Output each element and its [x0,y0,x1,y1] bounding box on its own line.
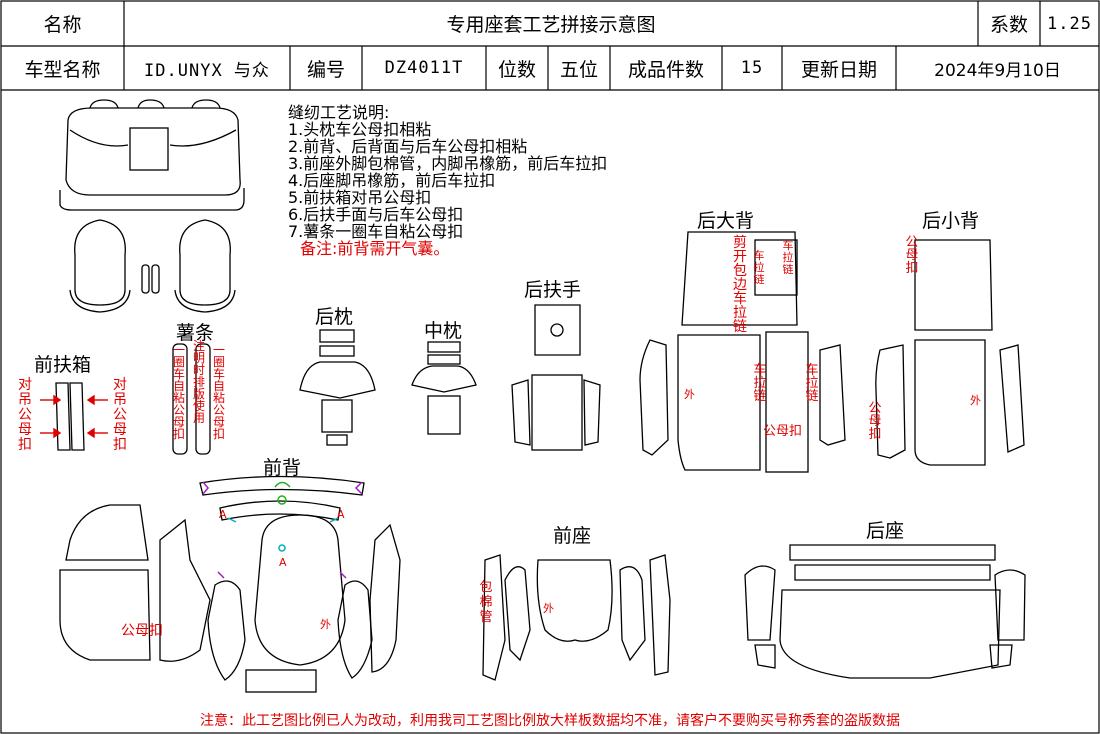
annotation-snap-hang: 对吊公母扣 [113,377,127,453]
annotation-zipper: 车拉链 [753,249,765,286]
annotation-snap: 公母扣 [868,401,882,442]
label-mid-headrest: 中枕 [424,320,463,342]
note-item: 4.后座脚吊橡筋，前后车拉扣 [288,171,496,190]
note-item: 6.后扶手面与后车公母扣 [288,205,464,224]
annotation-outer: 外 [543,602,554,615]
note-item: 1.头枕车公母扣相粘 [288,120,432,139]
connection-marks [202,481,363,579]
annotation-fries-1: 一圈车自粘公母扣 [172,343,185,441]
armbox-arrows [40,394,108,439]
label-rear-headrest: 后枕 [315,306,354,328]
coef-label: 系数 [989,14,1028,36]
label-fries: 薯条 [176,322,215,344]
label-rear-seat: 后座 [866,520,905,542]
seat-label: 位数 [497,58,536,81]
annotation-outer: 外 [970,394,981,407]
coef-value: 1.25 [1047,13,1092,34]
model-value: ID.UNYX 与众 [144,60,270,81]
annotation-outer: 外 [684,388,695,401]
annotation-fries-3: 一圈车自粘公母扣 [212,343,225,441]
mark-a: A [337,508,345,521]
annotation-outer: 外 [320,618,331,631]
annotation-snap: 公母扣 [121,623,163,639]
note-item: 2.前背、后背面与后车公母扣相粘 [288,137,528,156]
model-label: 车型名称 [24,58,101,81]
code-value: DZ4011T [384,58,464,78]
label-front-armbox: 前扶箱 [34,354,92,376]
footer-warning: 注意：此工艺图比例已人为改动，利用我司工艺图比例放大样板数据均不准，请客户不要购… [200,713,900,729]
name-label: 名称 [43,14,82,36]
label-front-back: 前背 [263,457,302,479]
label-front-seat: 前座 [553,525,592,547]
seat-value: 五位 [559,58,598,81]
code-label: 编号 [306,58,345,81]
note-remark: 备注:前背需开气囊。 [300,239,450,258]
pattern-pieces [55,99,1026,693]
label-rear-armrest: 后扶手 [524,279,582,301]
process-notes: 缝纫工艺说明: 1.头枕车公母扣相粘 2.前背、后背面与后车公母扣相粘 3.前座… [288,104,607,257]
date-value: 2024年9月10日 [934,60,1061,81]
annotation-snap-hang: 对吊公母扣 [18,377,32,453]
annotation-zipper: 车拉链 [782,239,794,276]
label-rear-small-back: 后小背 [922,210,980,232]
annotation-fries-2: 注明时排版使用 [192,339,205,425]
note-item: 7.薯条一圈车自粘公母扣 [288,222,464,241]
annotation-cotton-tube: 包棉管 [479,580,493,625]
notes-title: 缝纫工艺说明: [288,103,390,122]
annotation-cut-open-zipper: 剪开包边车拉链 [733,235,747,335]
mark-a: A [219,508,227,521]
mark-a: A [279,556,287,569]
annotation-zipper: 车拉链 [805,363,819,404]
label-rear-big-back: 后大背 [697,210,755,232]
annotation-zipper: 车拉链 [753,363,767,404]
note-item: 5.前扶箱对吊公母扣 [288,188,432,207]
count-label: 成品件数 [627,58,704,81]
date-label: 更新日期 [800,58,877,81]
count-value: 15 [740,58,764,78]
annotation-snap: 公母扣 [905,235,919,276]
page-title: 专用座套工艺拼接示意图 [446,14,656,36]
note-item: 3.前座外脚包棉管，内脚吊橡筋，前后车拉扣 [288,154,608,173]
annotation-snap: 公母扣 [763,424,803,439]
